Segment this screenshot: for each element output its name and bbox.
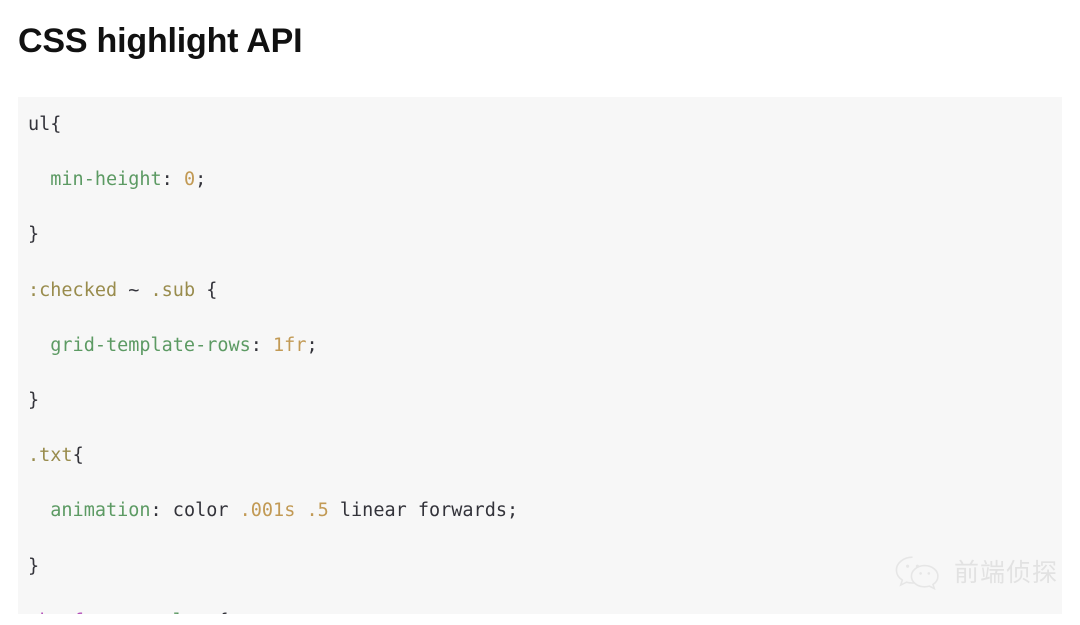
code-token: ul{ bbox=[28, 114, 62, 135]
code-token bbox=[139, 611, 150, 614]
code-token: .001s bbox=[239, 500, 296, 522]
code-token: ; bbox=[195, 169, 207, 191]
code-line: grid-template-rows: 1fr; bbox=[28, 332, 518, 360]
code-line: @keyframes color { bbox=[28, 608, 518, 614]
code-token: grid-template-rows bbox=[50, 334, 251, 356]
code-line: min-height: 0; bbox=[28, 166, 518, 194]
code-token: @keyframes bbox=[28, 611, 139, 614]
code-token: :checked bbox=[28, 279, 118, 301]
code-token: } bbox=[28, 389, 40, 411]
code-line: :checked ~ .sub { bbox=[28, 277, 518, 305]
code-token: : bbox=[161, 169, 184, 191]
code-token bbox=[28, 335, 50, 356]
css-code-listing: ul{ min-height: 0; } :checked ~ .sub { g… bbox=[28, 111, 518, 614]
code-token: : bbox=[250, 334, 274, 356]
code-token: animation bbox=[50, 500, 151, 522]
code-token: .5 bbox=[306, 500, 329, 522]
code-token: 0 bbox=[183, 169, 196, 191]
code-token: } bbox=[28, 555, 40, 577]
code-token bbox=[28, 169, 50, 190]
code-line: } bbox=[28, 387, 518, 415]
code-token: .sub bbox=[150, 279, 196, 301]
code-token: ~ bbox=[117, 279, 151, 301]
code-token: { bbox=[206, 611, 228, 614]
code-line: ul{ bbox=[28, 111, 518, 139]
code-token: } bbox=[28, 224, 40, 246]
code-token: linear forwards; bbox=[328, 500, 519, 522]
code-block-panel: ul{ min-height: 0; } :checked ~ .sub { g… bbox=[18, 97, 1062, 614]
code-token bbox=[28, 500, 50, 521]
code-token: min-height bbox=[50, 169, 162, 191]
code-token: ; bbox=[306, 334, 318, 356]
code-token: { bbox=[72, 445, 84, 467]
code-token: color bbox=[151, 611, 207, 614]
code-line: animation: color .001s .5 linear forward… bbox=[28, 497, 518, 525]
code-token: : color bbox=[150, 500, 240, 522]
code-line: } bbox=[28, 553, 518, 581]
code-token: 1fr bbox=[273, 334, 307, 356]
code-line: } bbox=[28, 221, 518, 249]
code-line: .txt{ bbox=[28, 442, 518, 470]
code-token: { bbox=[195, 279, 218, 301]
page-title: CSS highlight API bbox=[18, 22, 303, 60]
code-token: .txt bbox=[28, 445, 73, 467]
code-token bbox=[295, 500, 306, 521]
